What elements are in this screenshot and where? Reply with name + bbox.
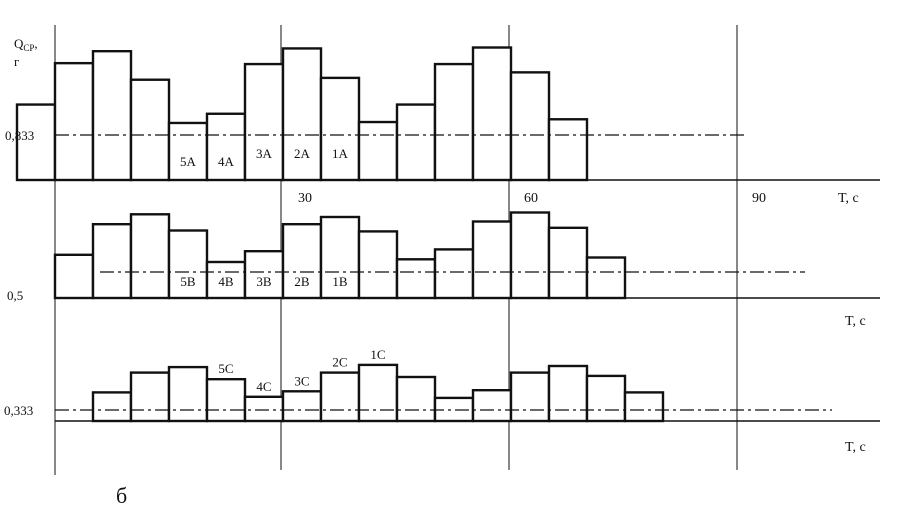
panel-middle: 5B 4B 3B 2B 1B xyxy=(53,211,880,300)
bar-bottom-8 xyxy=(357,363,399,423)
bar-label-3C: 3C xyxy=(294,373,309,388)
x-axis-label-bottom: T, c xyxy=(845,440,866,455)
x-tick-label-90: 90 xyxy=(752,191,766,206)
bar-middle-7 xyxy=(281,222,323,300)
bar-bottom-4 xyxy=(205,378,247,423)
x-axis-label-top: T, c xyxy=(838,191,859,206)
bar-middle-1 xyxy=(53,253,95,300)
mean-label-top: 0,833 xyxy=(5,128,34,143)
bar-middle-15 xyxy=(585,256,627,300)
bar-bottom-3 xyxy=(167,365,209,423)
bar-label-5A: 5A xyxy=(180,154,197,169)
bar-label-3B: 3B xyxy=(256,274,272,289)
bar-bottom-12 xyxy=(509,371,551,423)
bar-label-2C: 2C xyxy=(332,355,347,370)
bar-middle-6 xyxy=(243,249,285,300)
bar-top-7 xyxy=(243,62,285,182)
bar-label-4B: 4B xyxy=(218,274,234,289)
bar-label-4A: 4A xyxy=(218,154,235,169)
bar-bottom-6 xyxy=(281,390,323,423)
bar-middle-14 xyxy=(547,226,589,300)
bar-middle-2 xyxy=(91,222,133,300)
bar-top-9 xyxy=(319,76,361,182)
bar-label-5C: 5C xyxy=(218,361,233,376)
x-tick-label-30: 30 xyxy=(298,191,312,206)
bar-label-5B: 5B xyxy=(180,274,196,289)
figure-caption: б xyxy=(116,483,127,508)
bar-top-2 xyxy=(53,61,95,182)
bar-label-1B: 1B xyxy=(332,274,348,289)
bar-bottom-7 xyxy=(319,371,361,423)
bar-top-10 xyxy=(357,120,399,182)
bar-bottom-1 xyxy=(91,391,133,423)
bar-bottom-2 xyxy=(129,371,171,423)
mean-label-middle: 0,5 xyxy=(7,288,23,303)
bar-label-1C: 1C xyxy=(370,347,385,362)
bar-bottom-15 xyxy=(623,391,665,423)
y-axis-label: QCP, xyxy=(14,36,38,53)
bar-top-3 xyxy=(91,50,133,182)
bar-top-13 xyxy=(471,46,513,182)
x-tick-label-60: 60 xyxy=(524,191,538,206)
bar-bottom-14 xyxy=(585,374,627,423)
bar-middle-9 xyxy=(357,230,399,300)
bar-top-11 xyxy=(395,103,437,182)
bar-middle-13 xyxy=(509,211,551,300)
bar-middle-12 xyxy=(471,220,513,300)
bar-top-14 xyxy=(509,71,551,182)
panel-top: 5A 4A 3A 2A 1A xyxy=(15,46,880,182)
bar-top-4 xyxy=(129,78,171,182)
panel-bottom: 5C 4C 3C 2C 1C xyxy=(55,347,880,423)
bar-bottom-5 xyxy=(243,395,285,423)
mean-label-bottom: 0,333 xyxy=(4,403,33,418)
bar-top-6 xyxy=(205,112,247,182)
bar-middle-8 xyxy=(319,215,361,300)
bar-middle-4 xyxy=(167,229,209,300)
bar-top-15 xyxy=(547,118,589,182)
bar-label-1A: 1A xyxy=(332,146,349,161)
bar-top-5 xyxy=(167,121,209,182)
bar-label-3A: 3A xyxy=(256,146,273,161)
bar-middle-11 xyxy=(433,248,475,300)
bar-middle-3 xyxy=(129,213,171,300)
bar-label-2A: 2A xyxy=(294,146,311,161)
bar-bottom-13 xyxy=(547,364,589,423)
bar-label-2B: 2B xyxy=(294,274,310,289)
x-axis-label-middle: T, c xyxy=(845,314,866,329)
bar-bottom-9 xyxy=(395,375,437,423)
bar-top-12 xyxy=(433,62,475,182)
y-axis-unit: г xyxy=(14,54,19,69)
bar-middle-10 xyxy=(395,258,437,300)
bar-bottom-11 xyxy=(471,389,513,423)
bar-label-4C: 4C xyxy=(256,379,271,394)
